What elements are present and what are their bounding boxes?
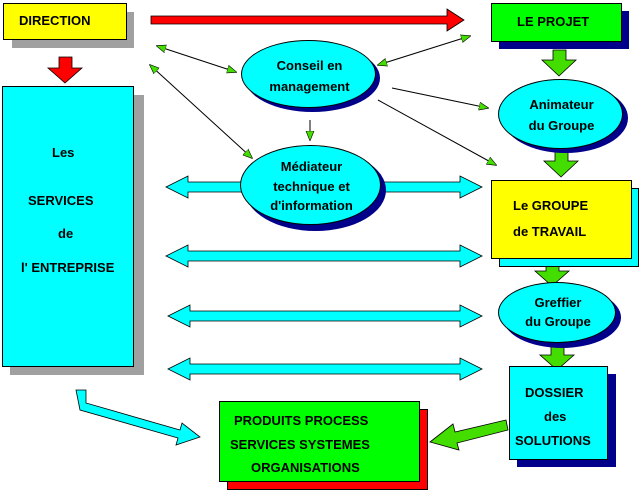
services-line3: de <box>58 226 74 241</box>
arrow-conseil-groupe <box>377 99 496 165</box>
animateur-line1: Animateur <box>529 97 594 112</box>
greffier-line1: Greffier <box>534 295 582 310</box>
services-box: Les SERVICES de l' ENTREPRISE <box>2 86 134 367</box>
green-arrow-projet-animateur <box>540 49 578 77</box>
arrow-direction-mediateur <box>150 65 252 158</box>
groupe-box: Le GROUPE de TRAVAIL <box>491 180 632 259</box>
red-arrow-direction-to-services <box>46 56 84 84</box>
groupe-line1: Le GROUPE <box>513 198 589 213</box>
produits-line3: ORGANISATIONS <box>251 460 360 475</box>
conseil-line1: Conseil en <box>276 58 343 73</box>
services-line1: Les <box>52 145 75 160</box>
produits-line1: PRODUITS PROCESS <box>234 413 369 428</box>
services-line4: l' ENTREPRISE <box>21 260 115 275</box>
mediateur-line3: d'information <box>270 198 353 213</box>
cyan-arrow-services-greffier <box>167 304 483 328</box>
services-line2: SERVICES <box>28 193 94 208</box>
cyan-arrow-services-to-produits <box>75 389 201 446</box>
groupe-line2: de TRAVAIL <box>513 224 587 239</box>
dossier-line2: des <box>544 409 567 424</box>
red-arrow-direction-to-projet <box>150 8 465 32</box>
mediateur-line1: Médiateur <box>280 159 343 174</box>
direction-box: DIRECTION <box>3 3 127 40</box>
dossier-line3: SOLUTIONS <box>515 433 591 448</box>
dossier-box: DOSSIER des SOLUTIONS <box>509 366 608 460</box>
greffier-line2: du Groupe <box>525 314 591 329</box>
cyan-arrow-services-dossier <box>167 357 483 381</box>
projet-label: LE PROJET <box>517 14 590 29</box>
greffier-ellipse: Greffier du Groupe <box>498 282 616 343</box>
arrow-conseil-projet <box>378 36 470 65</box>
animateur-line2: du Groupe <box>528 118 595 133</box>
conseil-line2: management <box>269 79 350 94</box>
mediateur-ellipse: Médiateur technique et d'information <box>240 145 381 225</box>
produits-box: PRODUITS PROCESS SERVICES SYSTEMES ORGAN… <box>219 401 420 482</box>
produits-line2: SERVICES SYSTEMES <box>230 437 370 452</box>
cyan-arrow-services-groupe <box>165 244 483 268</box>
arrow-conseil-animateur <box>391 87 488 108</box>
conseil-ellipse: Conseil en management <box>241 40 376 108</box>
green-arrow-dossier-to-produits <box>429 419 509 451</box>
dossier-line1: DOSSIER <box>525 385 584 400</box>
animateur-ellipse: Animateur du Groupe <box>498 79 623 149</box>
projet-box: LE PROJET <box>491 3 622 42</box>
green-arrow-animateur-groupe <box>542 150 580 178</box>
arrow-direction-conseil <box>157 46 236 72</box>
direction-label: DIRECTION <box>19 13 91 28</box>
mediateur-line2: technique et <box>273 179 350 194</box>
